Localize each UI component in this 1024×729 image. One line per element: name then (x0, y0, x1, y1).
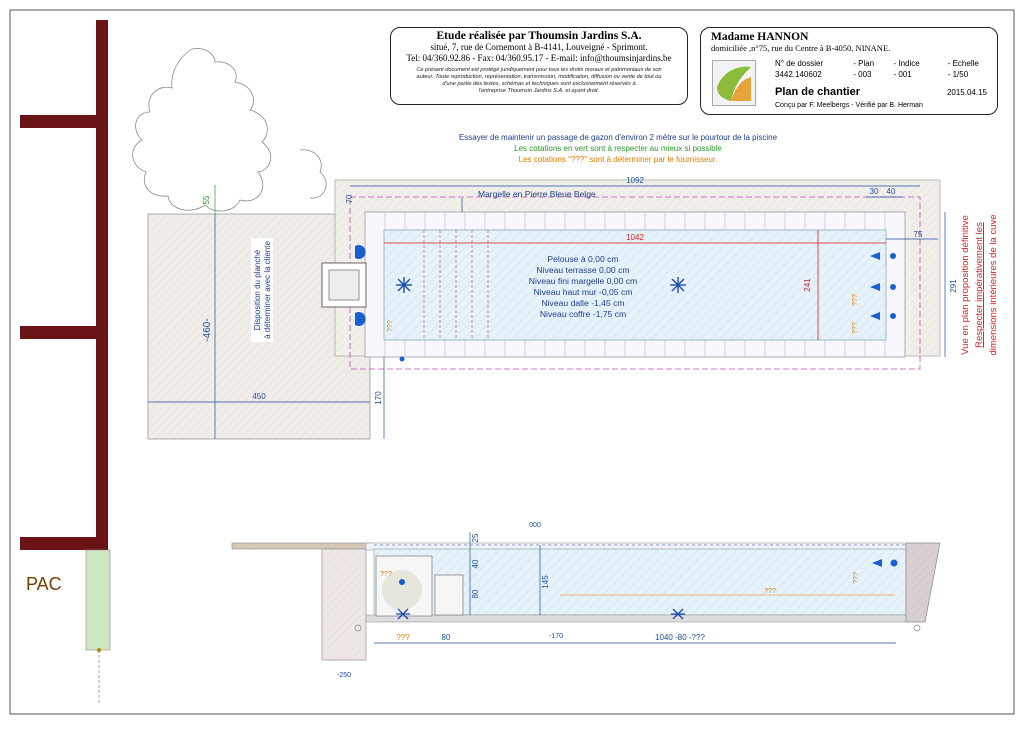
tree-outline (132, 47, 327, 212)
level-box: Niveau coffre -1,75 cm (540, 309, 626, 319)
dim-minus-250: -250 (337, 672, 351, 679)
study-contact: Tel: 04/360.92.86 - Fax: 04/360.95.17 - … (406, 53, 672, 63)
drain-point-icon (399, 356, 405, 362)
dim-unknown-2: ??? (852, 294, 859, 306)
side-note-line1: Vue en plan proposition définitive (960, 215, 971, 355)
level-lawn: Pelouse à 0,00 cm (547, 254, 618, 264)
client-title-block: Madame HANNON domiciliée ,n°75, rue du C… (700, 27, 998, 115)
dim-25: 25 (471, 533, 480, 542)
dim-unknown-1: ??? (387, 320, 394, 332)
pac-green-zone (85, 549, 111, 651)
dim-unknown-floor: ??? (764, 588, 776, 595)
dim-170: 170 (374, 391, 383, 405)
level-terrace: Niveau terrasse 0,00 cm (536, 265, 629, 275)
study-title: Etude réalisée par Thoumsin Jardins S.A. (436, 30, 642, 42)
dim-overall-length: 1092 (626, 176, 644, 185)
dim-80-bottom: 80 (442, 633, 451, 642)
dim-75: 75 (914, 230, 923, 239)
pac-label: PAC (26, 574, 62, 594)
client-name: Madame HANNON (711, 31, 809, 43)
dim-460: -460- (202, 318, 213, 341)
note-lawn-passage: Essayer de maintenir un passage de gazon… (459, 133, 778, 142)
margelle-tile-joints (384, 212, 886, 357)
skimmer-icon (355, 245, 366, 259)
spotlight-icon (396, 277, 412, 293)
dim-55: 55 (202, 195, 211, 204)
sheet-border (9, 9, 1015, 715)
dim-level-000: 000 (529, 522, 541, 529)
dossier-number: 3442.140602 (775, 70, 822, 79)
plan-dimensions: 1092 30 40 70 1042 75 241 291 55 -460- 4… (148, 176, 958, 439)
side-note-line3: dimensions intérieures de la cuve (988, 215, 999, 356)
dim-depth-145: 145 (541, 575, 550, 589)
deck-note: Disposition du planché à déterminer avec… (251, 238, 273, 342)
company-logo-icon (712, 60, 756, 106)
client-address: domiciliée ,n°75, rue du Centre à B-4050… (711, 43, 891, 53)
company-title-block: Etude réalisée par Thoumsin Jardins S.A.… (390, 27, 688, 105)
margelle-label: Margelle en Pierre Bleue Belge (478, 189, 596, 199)
instructions: Essayer de maintenir un passage de gazon… (459, 133, 778, 164)
level-margelle: Niveau fini margelle 0,00 cm (529, 276, 637, 286)
dim-291: 291 (949, 279, 958, 293)
plan-title: Plan de chantier (775, 86, 860, 98)
return-nozzle-icons (870, 252, 896, 320)
dim-minus-170: -170 (549, 633, 563, 640)
plan-number: - 003 (853, 70, 872, 79)
deck-note-line2: à déterminer avec la cliente (263, 241, 272, 339)
level-wall-top: Niveau haut mur -0,05 cm (534, 287, 633, 297)
pac-point (97, 648, 101, 652)
dim-inner-width: 241 (803, 278, 812, 292)
dim-length-bottom: 1040 -80 -??? (655, 633, 705, 642)
dim-70: 70 (345, 194, 354, 203)
dim-unknown-right: ??? (853, 572, 860, 584)
definitive-proposal-note: Vue en plan proposition définitive Respe… (960, 215, 999, 356)
dim-80-section: 80 (471, 589, 480, 598)
index-number: - 001 (893, 70, 912, 79)
legal-notice: Ce présent document est protégé juridiqu… (416, 67, 662, 94)
dim-unknown-bottom: ??? (396, 633, 410, 642)
pool-steps (423, 230, 489, 340)
section-view (231, 542, 941, 661)
dim-inner-length: 1042 (626, 233, 644, 242)
level-slab: Niveau dalle -1,45 cm (541, 298, 624, 308)
house-walls (20, 20, 108, 550)
study-address: situé, 7, rue de Cornemont à B-4141, Lou… (430, 42, 648, 52)
dim-30: 30 (870, 187, 879, 196)
deck-note-line1: Disposition du planché (253, 249, 262, 330)
section-dimensions: 000 145 25 40 80 ??? 80 1040 -80 -??? -1… (337, 522, 896, 679)
dossier-fields: N° de dossier - Plan - Indice - Echelle … (775, 59, 979, 79)
plan-author: Conçu par F. Meelbergs - Vérifié par B. … (775, 102, 923, 109)
section-spotlight-icon (396, 608, 410, 620)
spotlight-icon (670, 277, 686, 293)
section-spotlight-icon (671, 608, 685, 620)
side-note-line2: Respecter impérativement les (974, 222, 985, 348)
plan-date: 2015.04.15 (946, 88, 987, 97)
skimmer-icon (355, 311, 366, 327)
level-list: Pelouse à 0,00 cm Niveau terrasse 0,00 c… (529, 254, 637, 319)
dim-unknown-box: ??? (380, 571, 392, 578)
note-green-dims: Les cotations en vert sont à respecter a… (514, 144, 722, 153)
scale: - 1/50 (947, 70, 969, 79)
dim-450: 450 (252, 392, 266, 401)
dim-40: 40 (887, 187, 896, 196)
dim-40-section: 40 (471, 559, 480, 568)
note-unknown-dims: Les cotations "???" sont à déterminer pa… (519, 155, 718, 164)
dim-unknown-3: ??? (852, 322, 859, 334)
